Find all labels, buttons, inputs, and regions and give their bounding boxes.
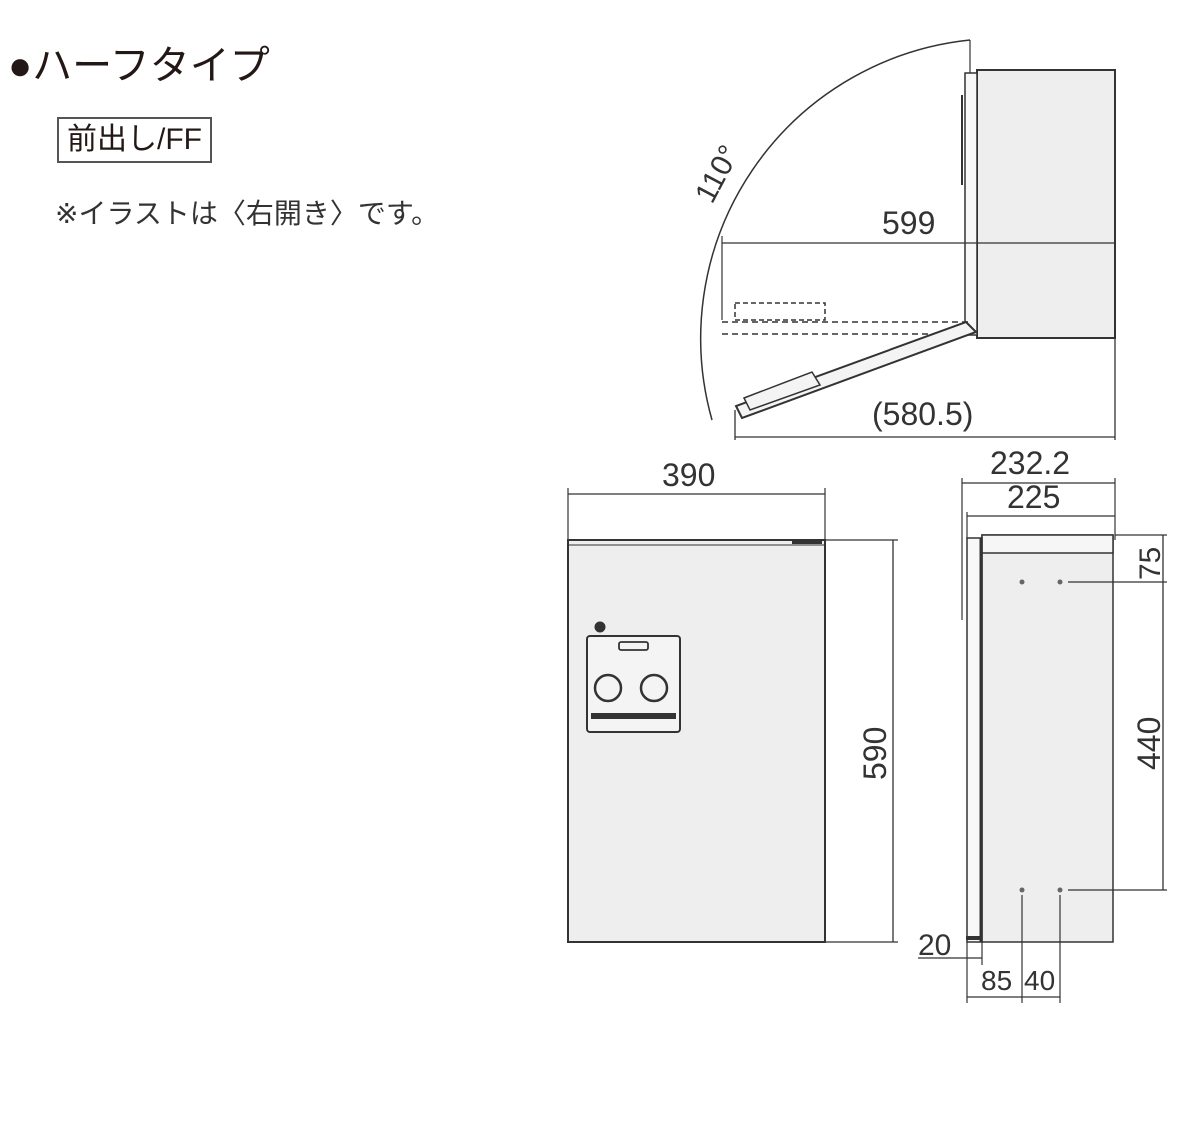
hole-x-label: 85 [981,965,1012,996]
hole-gap-label: 40 [1024,965,1055,996]
top-offset-label: 75 [1134,547,1167,580]
dial-right [639,673,669,703]
front-body [567,539,826,943]
dial-left [593,673,623,703]
width-label: 390 [662,457,715,493]
top-view [699,39,1116,440]
lock-panel [586,635,681,733]
swing-arc [699,39,971,421]
side-body [981,534,1114,943]
total-depth-label: 232.2 [990,445,1070,481]
open-width-label: (580.5) [872,396,973,432]
illustration-note: ※イラストは〈右開き〉です。 [55,198,440,229]
body-top [976,69,1116,339]
body-depth-label: 225 [1007,479,1060,515]
bottom-offset-label: 20 [918,929,951,962]
key-icon [594,621,606,633]
hole-pitch-label: 440 [1131,717,1167,770]
type-badge: 前出し/FF [57,117,212,163]
height-label: 590 [857,727,893,780]
section-title: ●ハーフタイプ [8,44,270,88]
front-view [567,488,898,943]
depth-open-label: 599 [882,205,935,241]
door-closed [964,72,978,336]
side-view [918,478,1167,1003]
angle-label: 110° [689,140,746,208]
